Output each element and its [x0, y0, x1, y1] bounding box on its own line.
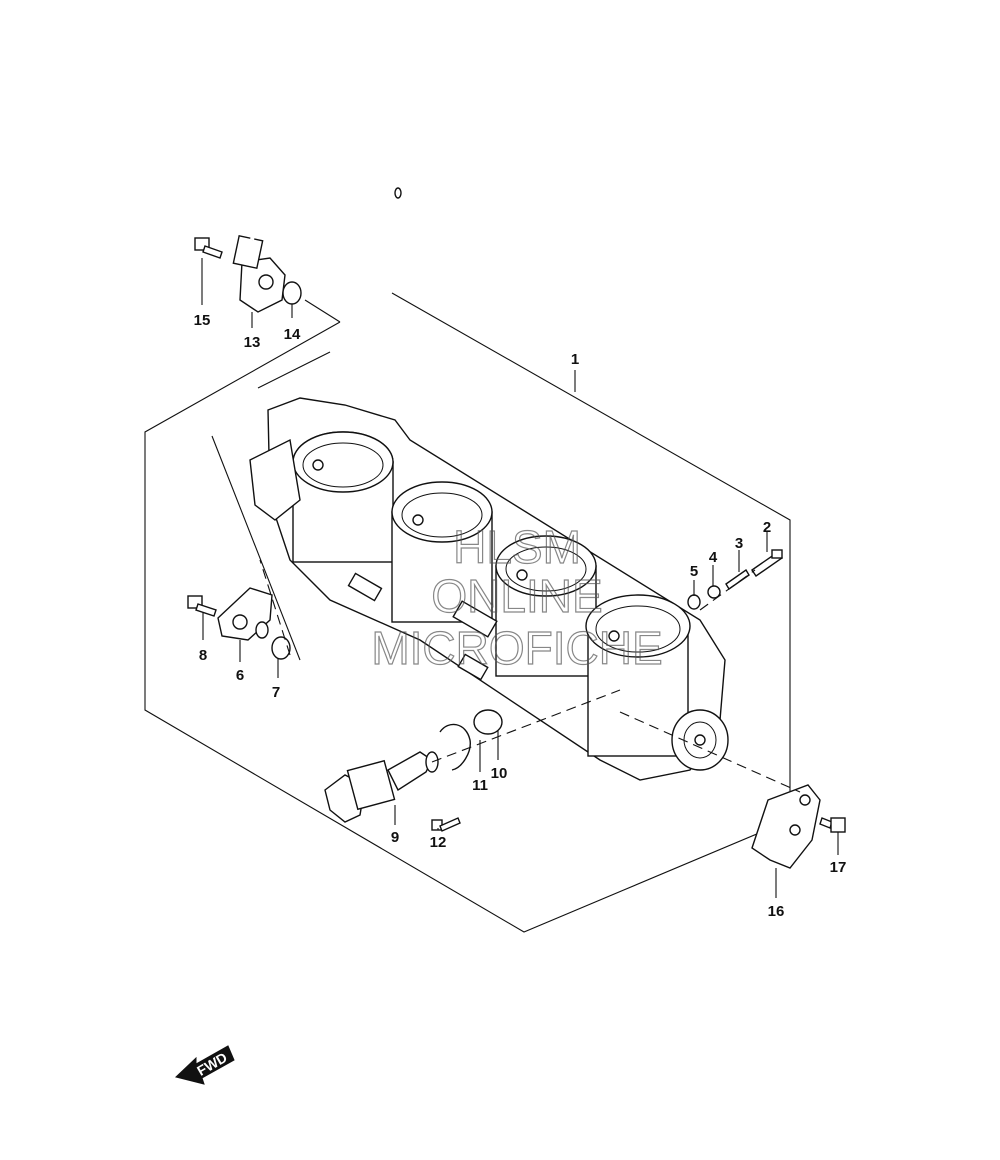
screw-15	[194, 237, 223, 259]
callout-11: 11	[472, 777, 488, 794]
callout-2: 2	[763, 519, 771, 536]
watermark: HLSM ONLINE MICROFICHE	[371, 520, 664, 674]
leader-lines	[201, 258, 839, 898]
assembly-dash-16	[619, 711, 801, 793]
assembly-dash-9	[431, 689, 621, 763]
assembly-outline	[144, 292, 791, 933]
callout-5: 5	[690, 563, 698, 580]
callout-1: 1	[571, 351, 579, 368]
callout-12: 12	[430, 834, 447, 851]
screw-12	[431, 817, 461, 832]
fwd-arrow-icon: FWD	[174, 1045, 235, 1085]
callout-16: 16	[768, 903, 785, 920]
throttle-body	[249, 397, 729, 781]
callout-8: 8	[199, 647, 207, 664]
spring-3	[725, 568, 750, 591]
callout-13: 13	[244, 334, 261, 351]
callout-17: 17	[830, 859, 847, 876]
inner-region-left	[211, 435, 301, 661]
inner-region-top	[257, 351, 331, 389]
o-ring-10	[473, 709, 503, 735]
callout-3: 3	[735, 535, 743, 552]
screw-17	[819, 817, 846, 833]
callout-6: 6	[236, 667, 244, 684]
o-ring-14	[282, 281, 302, 305]
callout-7: 7	[272, 684, 280, 701]
watermark-line3: MICROFICHE	[371, 622, 662, 674]
o-ring-7	[271, 636, 291, 660]
o-ring-5	[687, 594, 701, 610]
callout-15: 15	[194, 312, 211, 329]
callout-9: 9	[391, 829, 399, 846]
bracket-16	[751, 784, 821, 869]
assembly-dash-6	[259, 559, 291, 656]
sensor-9	[324, 751, 439, 823]
sensor-6	[217, 587, 273, 641]
callout-10: 10	[491, 765, 508, 782]
sensor-13	[232, 185, 402, 313]
washer-4	[707, 585, 721, 599]
watermark-line1: HLSM	[453, 521, 581, 573]
screw-2	[751, 549, 783, 577]
screw-8	[187, 595, 217, 617]
clip-11	[439, 723, 471, 771]
callout-14: 14	[284, 326, 301, 343]
assembly-dash-2	[699, 569, 756, 611]
watermark-line2: ONLINE	[431, 570, 602, 622]
callout-4: 4	[709, 549, 718, 566]
